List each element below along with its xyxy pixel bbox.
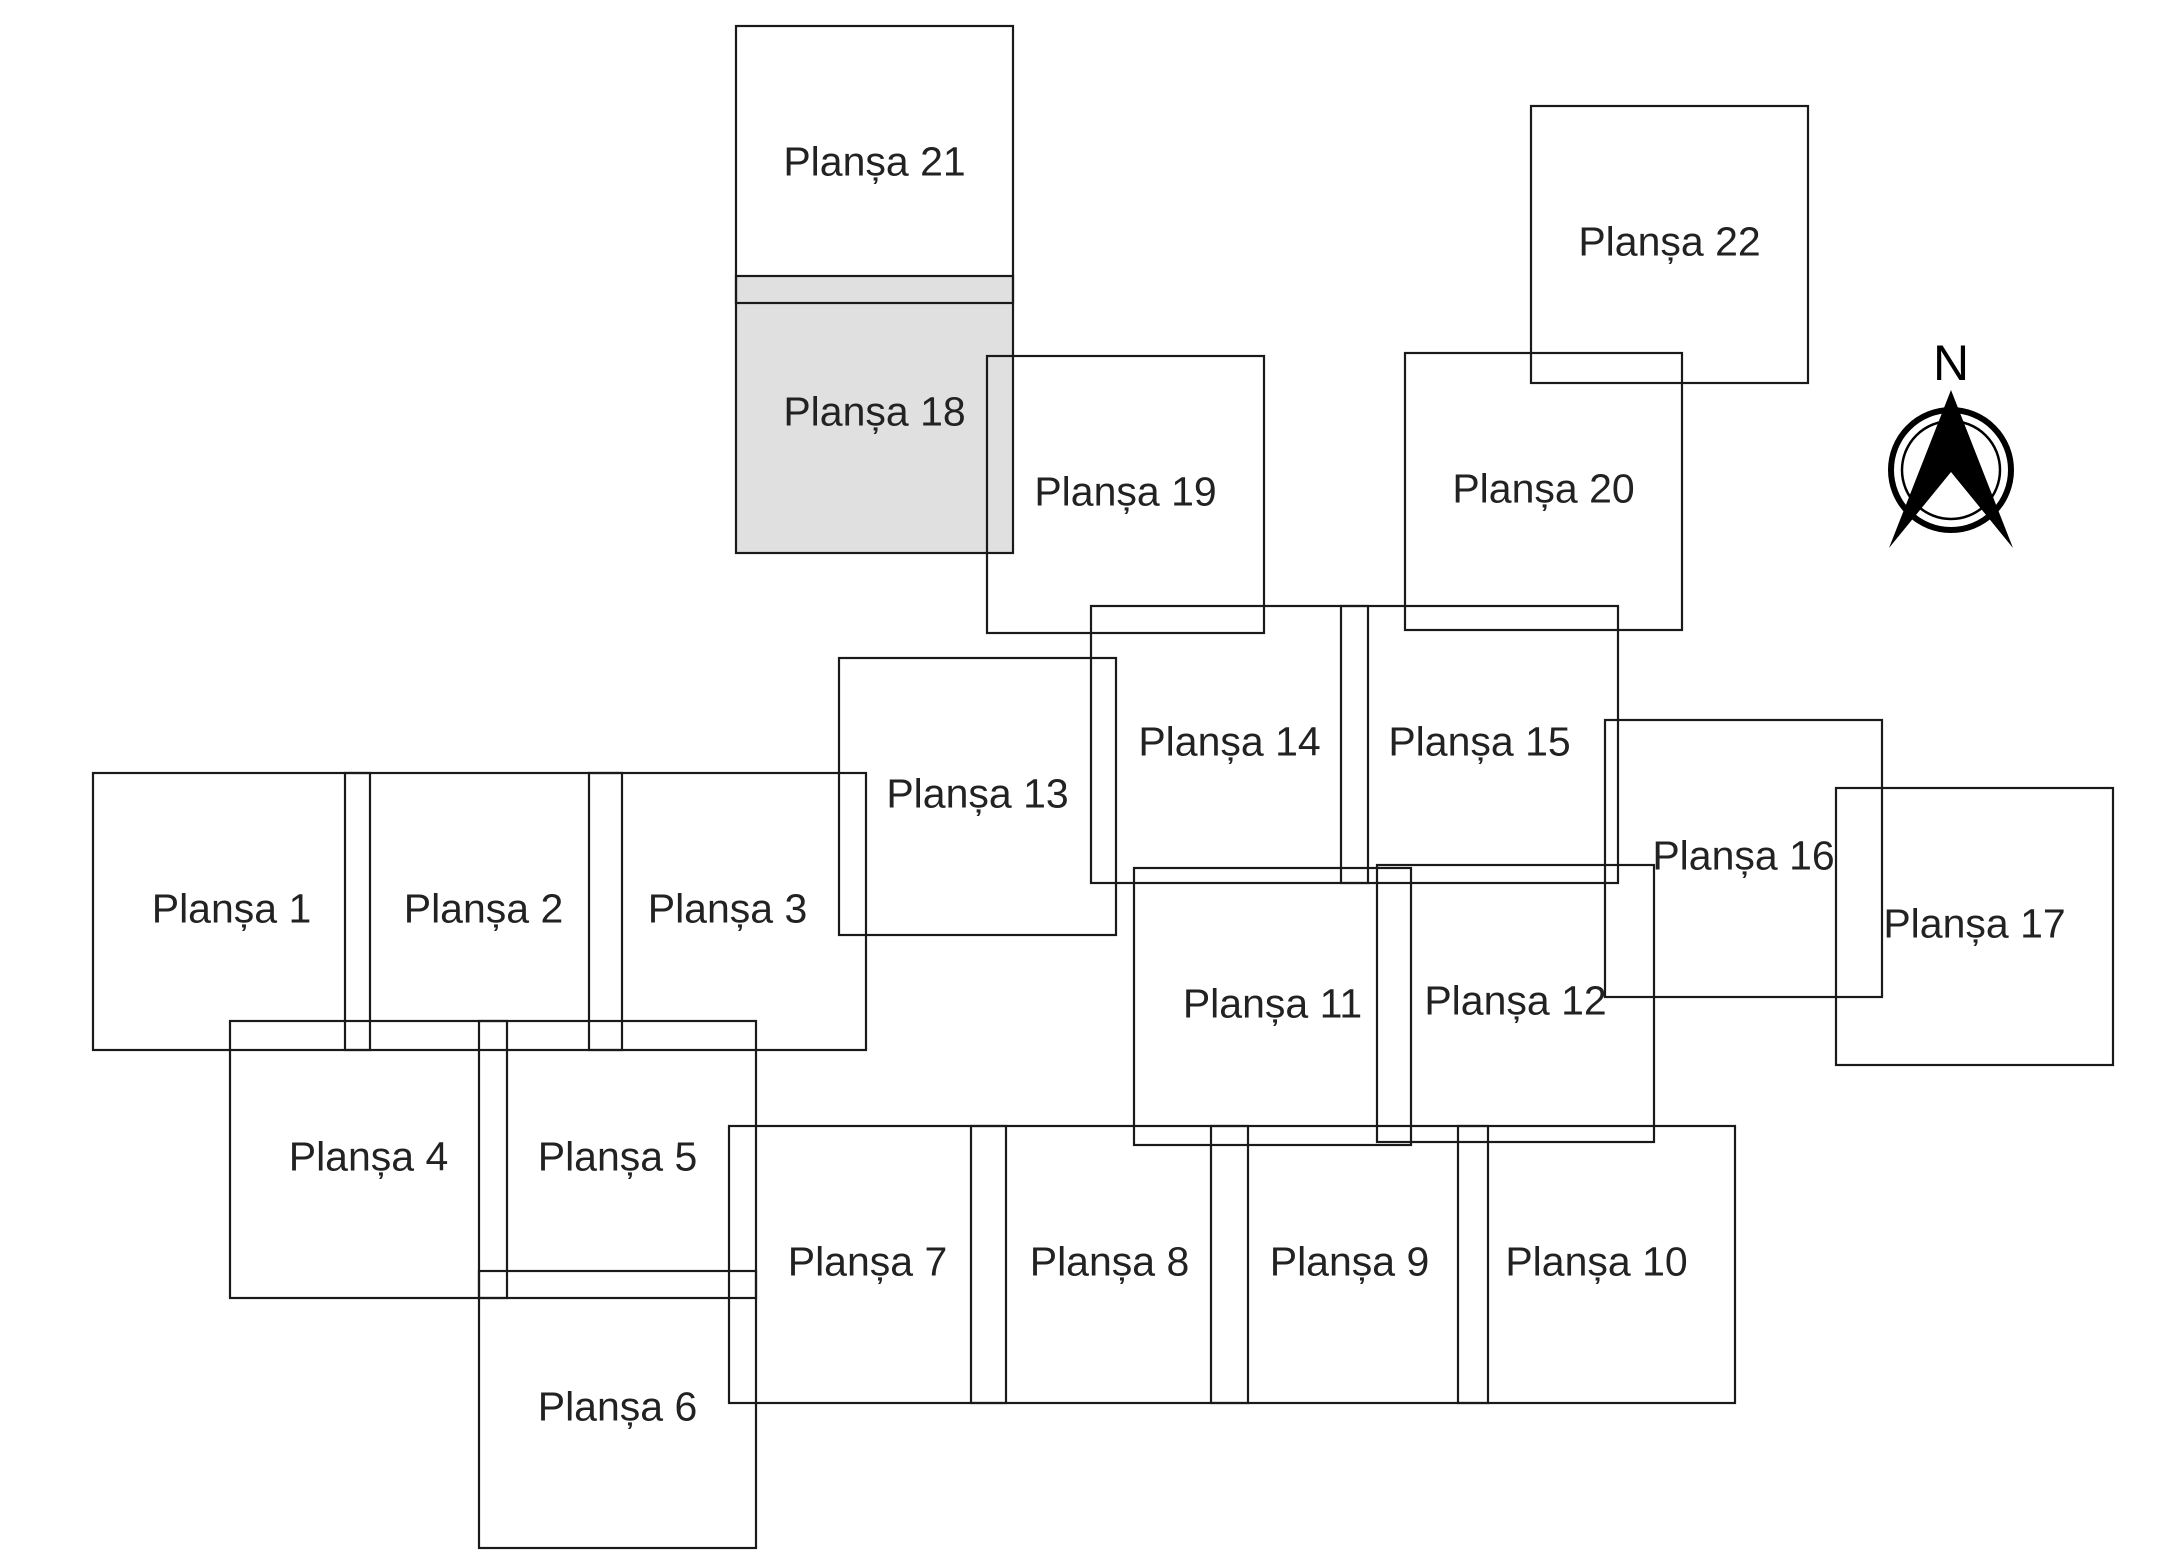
sheet-16: Planșa 16 [1603,718,1884,999]
sheet-6: Planșa 6 [477,1269,758,1550]
sheet-15-outline [1339,604,1620,885]
sheet-9-outline [1209,1124,1490,1405]
sheet-8: Planșa 8 [969,1124,1250,1405]
sheet-19: Planșa 19 [985,354,1266,635]
sheet-3-outline [587,771,868,1052]
sheet-16-label: Planșa 16 [1652,832,1834,878]
sheet-4-label: Planșa 4 [289,1133,449,1179]
sheet-14-outline [1089,604,1370,885]
sheet-1: Planșa 1 [91,771,372,1052]
sheet-11-label: Planșa 11 [1183,980,1362,1026]
sheet-17: Planșa 17 [1834,786,2115,1067]
sheet-18-outline [734,274,1015,555]
sheet-15: Planșa 15 [1339,604,1620,885]
sheet-12: Planșa 12 [1375,863,1656,1144]
sheet-18: Planșa 18 [734,274,1015,555]
sheet-13-outline [837,656,1118,937]
sheet-14: Planșa 14 [1089,604,1370,885]
sheet-8-outline [969,1124,1250,1405]
sheet-16-outline [1603,718,1884,999]
sheet-22-outline [1529,104,1810,385]
sheet-20: Planșa 20 [1403,351,1684,632]
sheet-14-label: Planșa 14 [1138,718,1320,764]
sheet-22-label: Planșa 22 [1578,218,1760,264]
sheet-20-outline [1403,351,1684,632]
sheet-1-label: Planșa 1 [152,885,312,931]
sheet-19-outline [985,354,1266,635]
sheet-19-label: Planșa 19 [1034,468,1216,514]
sheet-21: Planșa 21 [734,24,1015,305]
sheet-5-outline [477,1019,758,1300]
sheet-11-outline [1132,866,1413,1147]
sheet-2: Planșa 2 [343,771,624,1052]
sheet-15-label: Planșa 15 [1388,718,1570,764]
sheet-21-outline [734,24,1015,305]
north-label: N [1933,335,1969,391]
sheet-3-label: Planșa 3 [648,885,808,931]
sheet-11: Planșa 11 [1132,866,1413,1147]
sheet-10: Planșa 10 [1456,1124,1737,1405]
north-arrow-icon: N [1888,335,2014,548]
sheet-21-label: Planșa 21 [783,138,965,184]
sheet-17-outline [1834,786,2115,1067]
sheet-5-label: Planșa 5 [538,1133,698,1179]
sheet-1-outline [91,771,372,1052]
sheet-9-label: Planșa 9 [1270,1238,1430,1284]
sheet-2-outline [343,771,624,1052]
sheet-7: Planșa 7 [727,1124,1008,1405]
sheet-5: Planșa 5 [477,1019,758,1300]
sheet-13-label: Planșa 13 [886,770,1068,816]
sheet-20-label: Planșa 20 [1452,465,1634,511]
sheet-17-label: Planșa 17 [1883,900,2065,946]
sheet-10-label: Planșa 10 [1505,1238,1687,1284]
sheet-12-label: Planșa 12 [1424,977,1606,1023]
sheet-7-label: Planșa 7 [788,1238,948,1284]
sheet-7-outline [727,1124,1008,1405]
sheets-layer: Planșa 18 Planșa 21 Planșa 22 Planșa 20 Plan… [91,24,2115,1550]
sheet-12-outline [1375,863,1656,1144]
sheet-18-label: Planșa 18 [783,388,965,434]
sheet-4: Planșa 4 [228,1019,509,1300]
sheet-22: Planșa 22 [1529,104,1810,385]
sheet-3: Planșa 3 [587,771,868,1052]
sheet-8-label: Planșa 8 [1030,1238,1190,1284]
sheet-6-label: Planșa 6 [538,1383,698,1429]
sheet-13: Planșa 13 [837,656,1118,937]
sheet-9: Planșa 9 [1209,1124,1490,1405]
sheet-10-outline [1456,1124,1737,1405]
sheet-6-outline [477,1269,758,1550]
sheet-4-outline [228,1019,509,1300]
sheet-2-label: Planșa 2 [404,885,564,931]
